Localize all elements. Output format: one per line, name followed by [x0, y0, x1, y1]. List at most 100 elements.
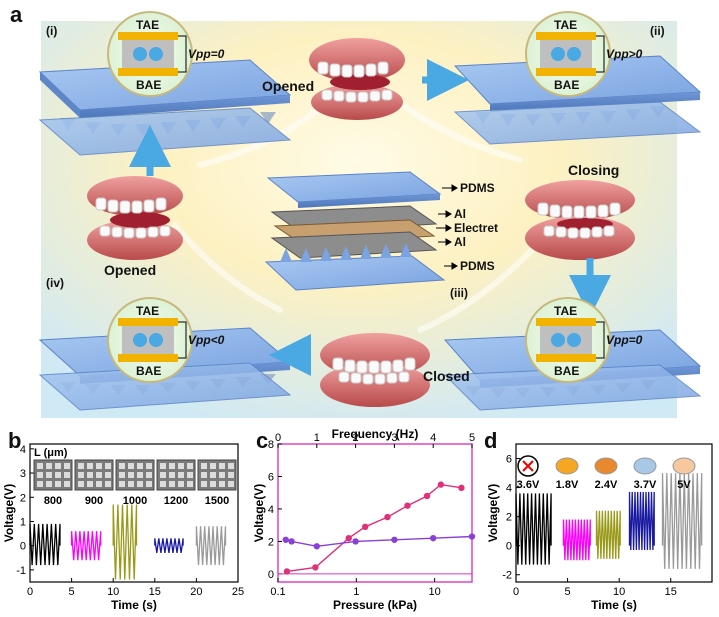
- sem-cell: [160, 472, 166, 478]
- sem-cell: [46, 472, 52, 478]
- state-label-iii: (iii): [450, 286, 468, 300]
- y-axis-label: Voltage(V): [252, 484, 266, 542]
- sem-cell: [105, 481, 111, 487]
- sem-cell: [169, 463, 175, 469]
- teeth-opened-left: [87, 176, 183, 260]
- series-line-frequency: [285, 535, 473, 548]
- sem-cell: [201, 463, 207, 469]
- state-label-i: (i): [46, 24, 58, 38]
- x2-tick-label: 2: [353, 432, 359, 444]
- food-icon-4: [672, 457, 696, 475]
- state-label-iv: (iv): [46, 276, 64, 290]
- sem-cell: [105, 472, 111, 478]
- teeth-closed: [320, 333, 430, 407]
- y-tick-label: 2: [506, 512, 512, 524]
- inset-ii-vpp: Vpp>0: [606, 47, 643, 61]
- y-tick-label: 8: [268, 439, 274, 451]
- x-tick-label: 0.1: [270, 586, 285, 598]
- series-b-4: [195, 526, 227, 566]
- y-tick-label: 4: [268, 504, 274, 516]
- sem-cell: [146, 463, 152, 469]
- inset-iii-top-electrode: TAE: [554, 304, 578, 318]
- y-tick-label: 0: [268, 569, 274, 581]
- x-tick-label: 5: [69, 586, 75, 598]
- x-tick-label: 15: [665, 586, 677, 598]
- food-icon-3: [633, 457, 657, 475]
- sem-cell: [137, 481, 143, 487]
- inset-ii: [525, 11, 611, 97]
- data-point-pressure: [283, 568, 291, 575]
- sem-cell: [187, 481, 193, 487]
- sem-cell: [219, 472, 225, 478]
- series-d-1: [562, 519, 591, 561]
- sem-cell: [78, 472, 84, 478]
- label-closed: Closed: [423, 368, 470, 384]
- sem-cell: [210, 481, 216, 487]
- sem-cell: [187, 463, 193, 469]
- data-point-frequency: [430, 534, 437, 542]
- length-label-1000: 1000: [123, 495, 147, 507]
- sem-cell: [55, 463, 61, 469]
- series-d-3: [628, 491, 655, 551]
- sem-cell: [169, 472, 175, 478]
- series-d-4: [661, 473, 703, 569]
- panel-a-schematic: [38, 11, 702, 418]
- sem-cell: [37, 463, 43, 469]
- length-label-800: 800: [44, 495, 62, 507]
- y-tick-label: 3: [20, 468, 26, 480]
- y-tick-label: 0: [506, 541, 512, 553]
- sem-cell: [119, 463, 125, 469]
- sem-cell: [128, 481, 134, 487]
- peak-label-1: 1.8V: [556, 479, 579, 491]
- state-label-ii: (ii): [650, 24, 665, 38]
- teeth-opened-top: [309, 38, 405, 120]
- sem-cell: [87, 463, 93, 469]
- panel-label-a: a: [10, 2, 23, 27]
- layer-leader-lines: [436, 184, 458, 270]
- label-closing: Closing: [568, 162, 620, 178]
- peak-label-4: 5V: [677, 479, 691, 491]
- peak-label-2: 2.4V: [595, 479, 618, 491]
- label-opened-left: Opened: [104, 262, 157, 278]
- sem-cell: [64, 472, 70, 478]
- x-tick-label: 10: [429, 586, 441, 598]
- series-d-0: [515, 493, 552, 565]
- plot-frame: [29, 443, 239, 583]
- sem-cell: [228, 472, 234, 478]
- y-tick-label: 0: [20, 541, 26, 553]
- inset-iv-bottom-electrode: BAE: [136, 364, 162, 378]
- inset-iii: [525, 297, 611, 383]
- x2-tick-label: 1: [314, 432, 320, 444]
- sem-cell: [219, 463, 225, 469]
- sem-cell: [96, 481, 102, 487]
- data-point-pressure: [458, 484, 465, 492]
- y-axis-label: Voltage(V): [486, 484, 500, 542]
- data-point-pressure: [362, 523, 369, 530]
- x2-tick-label: 0: [275, 432, 281, 444]
- sem-cell: [46, 481, 52, 487]
- layer-label-pdms-top: PDMS: [460, 181, 495, 195]
- x-axis-label: Pressure (kPa): [333, 598, 417, 612]
- sem-cell: [96, 463, 102, 469]
- plot-frame: [277, 443, 473, 583]
- series-b-0: [29, 523, 61, 566]
- data-point-pressure: [384, 513, 391, 521]
- sem-cell: [137, 463, 143, 469]
- sem-cell: [105, 463, 111, 469]
- sem-cell: [201, 472, 207, 478]
- inset-i-vpp: Vpp=0: [188, 47, 225, 61]
- peak-label-0: 3.6V: [517, 479, 540, 491]
- label-opened-top: Opened: [262, 78, 315, 94]
- x-tick-label: 0: [27, 586, 33, 598]
- sem-cell: [128, 463, 134, 469]
- sem-cell: [64, 481, 70, 487]
- y-axis-label: Voltage(V): [2, 484, 16, 542]
- series-line-pressure: [286, 483, 462, 573]
- cycle-arrows: [129, 59, 611, 376]
- sem-cell: [55, 481, 61, 487]
- sem-cell: [228, 463, 234, 469]
- sem-cell: [146, 472, 152, 478]
- inset-i: [107, 11, 193, 97]
